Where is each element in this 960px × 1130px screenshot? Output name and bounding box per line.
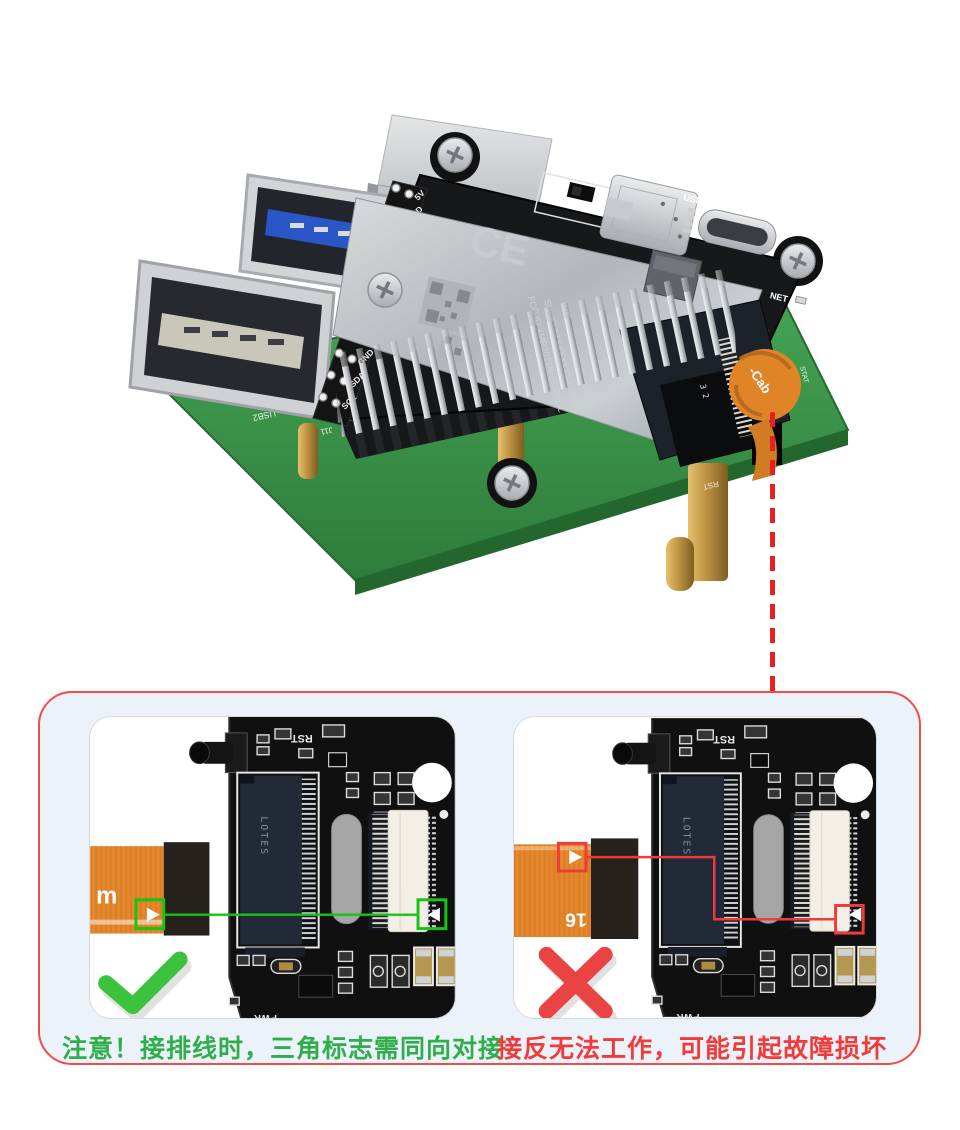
m2-marking: 3 2 <box>698 383 710 399</box>
ffc-cable-coil: -Cab <box>729 349 801 481</box>
stat-silkscreen: STAT <box>798 366 809 385</box>
correct-example-image: m <box>90 717 455 1018</box>
d6-label: D6 <box>595 205 606 216</box>
correct-caption: 注意！接排线时，三角标志需同向对接 <box>62 1035 505 1063</box>
ffc-cable-correct: m <box>90 842 210 936</box>
sim-card-slot <box>599 174 699 256</box>
misalignment-line <box>586 855 836 921</box>
product-photo: USB2 J11 STAT <box>128 114 850 595</box>
annotation-panel: m 16 <box>38 691 921 1065</box>
j11-silkscreen: J11 <box>319 425 334 437</box>
callout-dashed-line <box>770 412 775 692</box>
cable-length-text: m <box>96 883 117 910</box>
net-led <box>794 295 807 305</box>
board-mark-box <box>834 903 865 935</box>
cable-triangle-mark <box>569 850 583 865</box>
rst-edge-label: RST <box>702 479 720 491</box>
check-icon <box>98 951 192 1018</box>
cable-mark-box <box>556 841 588 873</box>
usb-label: USB <box>683 192 704 206</box>
board-mark-box <box>416 898 448 931</box>
correct-example: m <box>89 716 456 1019</box>
incorrect-example-image: 16 <box>514 717 876 1018</box>
incorrect-caption: 接反无法工作，可能引起故障损坏 <box>496 1035 887 1063</box>
cable-length-text: 16 <box>565 908 587 930</box>
usb-c-port: USB <box>683 192 777 268</box>
cable-mark-box <box>134 898 166 931</box>
ffc-cable-flipped: 16 <box>514 838 639 940</box>
rst-label: RST <box>540 194 558 206</box>
d5-label: D5 <box>597 193 608 204</box>
x-icon <box>538 946 617 1018</box>
net-label: NET <box>769 290 789 304</box>
pwr-label: PWR <box>542 182 562 195</box>
gpio-pins <box>334 268 736 437</box>
cable-triangle-mark <box>146 907 160 922</box>
usb2-port <box>128 259 336 421</box>
incorrect-example: 16 <box>513 716 877 1019</box>
